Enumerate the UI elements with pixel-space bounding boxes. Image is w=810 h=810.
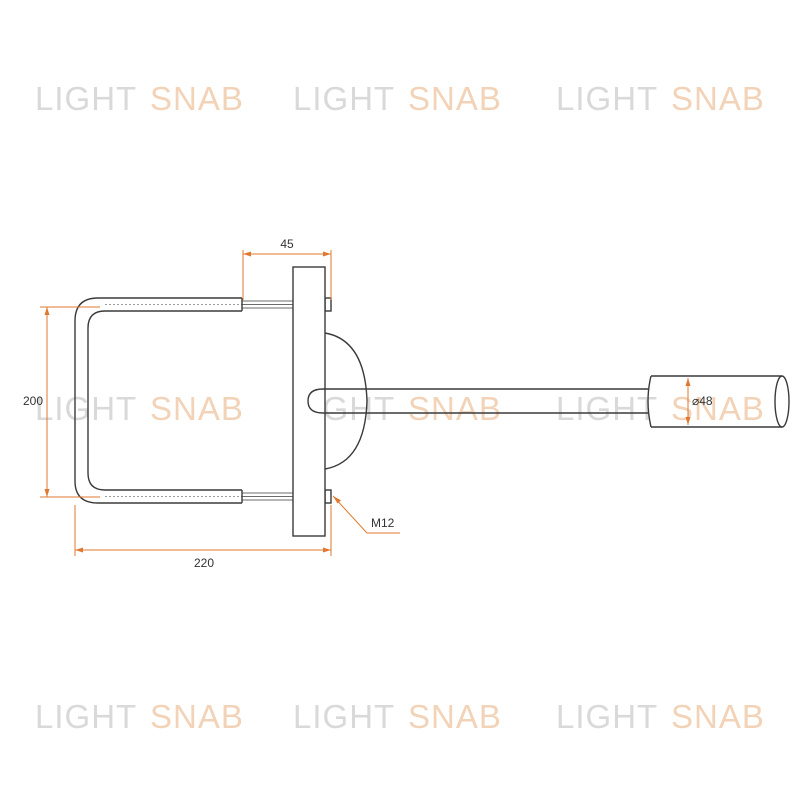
watermark-snab: SNAB <box>671 698 765 735</box>
watermark-top-right: LIGHT SNAB <box>556 80 765 117</box>
end-sleeve-face <box>774 375 790 428</box>
arm-tube <box>307 388 648 414</box>
bolt-end-bottom <box>324 489 332 504</box>
dimension-layer: 45 200 220 ⌀48 <box>23 237 713 570</box>
watermark-light: LIGHT <box>293 698 395 735</box>
mounting-plate <box>292 266 326 537</box>
dimension-m12-label: M12 <box>371 516 395 530</box>
bolt-end-top <box>324 297 332 312</box>
dimension-200: 200 <box>23 306 100 498</box>
plate-boss <box>324 332 368 470</box>
watermark-bottom-center: LIGHT SNAB <box>293 698 502 735</box>
watermark-snab: SNAB <box>671 80 765 117</box>
watermark-light: LIGHT <box>556 698 658 735</box>
part-outline <box>74 266 790 537</box>
watermark-top-center: LIGHT SNAB <box>293 80 502 117</box>
dimension-45: 45 <box>242 237 332 300</box>
watermark-snab: SNAB <box>408 390 502 427</box>
watermark-light: LIGHT <box>556 80 658 117</box>
watermark-snab: SNAB <box>150 390 244 427</box>
u-bolt-threads <box>242 300 293 501</box>
dimension-diameter-48: ⌀48 <box>685 378 713 425</box>
dimension-45-label: 45 <box>280 237 294 251</box>
watermark-bottom-right: LIGHT SNAB <box>556 698 765 735</box>
watermark-bottom-left: LIGHT SNAB <box>35 698 244 735</box>
u-bolt-hidden-lines <box>105 304 242 497</box>
watermark-snab: SNAB <box>671 390 765 427</box>
watermark-light: LIGHT <box>35 80 137 117</box>
watermark-light: LIGHT <box>35 698 137 735</box>
dimension-diameter-label: ⌀48 <box>692 394 713 408</box>
dimension-m12: M12 <box>332 495 400 534</box>
u-bolt-inner <box>87 310 242 491</box>
watermark-light: LIGHT <box>556 390 658 427</box>
watermark-middle-left: LIGHT SNAB <box>35 390 244 427</box>
dimension-220-label: 220 <box>194 556 214 570</box>
watermark-top-left: LIGHT SNAB <box>35 80 244 117</box>
watermark-light: LIGHT <box>35 390 137 427</box>
watermark-snab: SNAB <box>150 80 244 117</box>
watermark-middle-right: LIGHT SNAB <box>556 390 765 427</box>
end-sleeve <box>647 375 782 428</box>
watermark-light: LIGHT <box>293 80 395 117</box>
dimension-220: 220 <box>74 505 332 570</box>
watermark-layer: LIGHT SNAB LIGHT SNAB LIGHT SNAB LIGHT S… <box>35 80 765 735</box>
watermark-snab: SNAB <box>408 698 502 735</box>
watermark-snab: SNAB <box>150 698 244 735</box>
u-bolt-outer <box>74 297 242 504</box>
dimension-200-label: 200 <box>23 394 43 408</box>
watermark-snab: SNAB <box>408 80 502 117</box>
